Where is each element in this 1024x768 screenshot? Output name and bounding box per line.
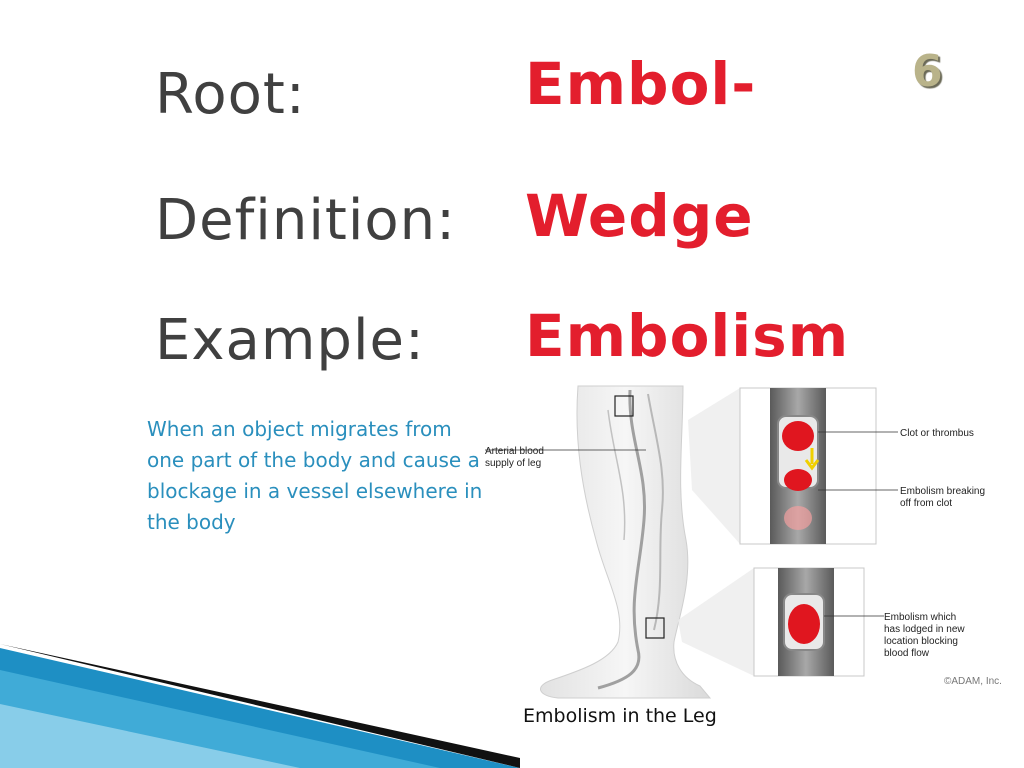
definition-label: Definition: bbox=[155, 188, 457, 253]
leg-shape bbox=[540, 385, 712, 699]
embolism-illustration: Arterial blood supply of leg Clot or thr… bbox=[485, 385, 1002, 699]
label-lodged-3: location blocking bbox=[884, 636, 958, 647]
example-label: Example: bbox=[155, 308, 425, 373]
label-lodged-2: has lodged in new bbox=[884, 624, 965, 635]
definition-value: Wedge bbox=[525, 182, 754, 250]
marker-lower bbox=[645, 617, 665, 639]
clot-shape bbox=[782, 421, 814, 451]
label-lodged-1: Embolism which bbox=[884, 612, 956, 623]
label-arterial-1: Arterial blood bbox=[485, 446, 544, 457]
label-lodged-4: blood flow bbox=[884, 648, 930, 659]
figure-caption: Embolism in the Leg bbox=[523, 705, 717, 727]
marker-upper bbox=[614, 395, 634, 417]
definition-description: When an object migrates from one part of… bbox=[147, 417, 483, 534]
decorative-corner bbox=[0, 644, 520, 768]
label-breaking-1: Embolism breaking bbox=[900, 486, 985, 497]
credit-label: ©ADAM, Inc. bbox=[944, 676, 1002, 687]
label-clot: Clot or thrombus bbox=[900, 428, 974, 439]
arrow-icon bbox=[804, 448, 820, 471]
label-breaking-2: off from clot bbox=[900, 498, 952, 509]
slide-number: 6 bbox=[912, 46, 943, 97]
example-value: Embolism bbox=[525, 302, 850, 370]
label-arterial-2: supply of leg bbox=[485, 458, 541, 469]
root-value: Embol- bbox=[525, 50, 757, 118]
root-label: Root: bbox=[155, 62, 306, 127]
